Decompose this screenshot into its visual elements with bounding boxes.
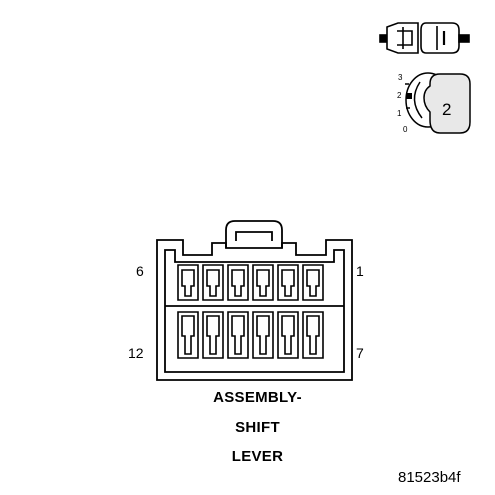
pin-cavity-top-1 (177, 264, 199, 301)
pin-cavity-bottom-4 (252, 311, 274, 359)
terminal-scale-2: 2 (397, 91, 402, 100)
pin-cavity-top-3 (227, 264, 249, 301)
pin-label-top-left: 6 (136, 263, 144, 279)
pin-cavity-bottom-1 (177, 311, 199, 359)
pin-cavity-top-6 (302, 264, 324, 301)
terminal-scale-3: 3 (398, 73, 403, 82)
pin-cavity-bottom-2 (202, 311, 224, 359)
pin-label-bottom-right: 7 (356, 345, 364, 361)
latch-tab (225, 220, 283, 248)
pin-label-bottom-left: 12 (128, 345, 144, 361)
terminal-position-icon (405, 72, 471, 134)
pin-cavity-top-2 (202, 264, 224, 301)
pin-cavity-bottom-6 (302, 311, 324, 359)
pin-cavity-bottom-3 (227, 311, 249, 359)
component-title-line-2: SHIFT (235, 419, 280, 436)
connector-housing (156, 220, 353, 381)
component-title-line-3: LEVER (231, 448, 284, 465)
figure-id: 81523b4f (398, 469, 461, 486)
pin-cavity-top-5 (277, 264, 299, 301)
terminal-scale-0: 0 (403, 125, 408, 134)
pin-cavity-top-4 (252, 264, 274, 301)
terminal-scale-1: 1 (397, 109, 402, 118)
pin-cavities (177, 264, 324, 359)
pin-label-top-right: 1 (356, 263, 364, 279)
pin-cavity-bottom-5 (277, 311, 299, 359)
connector-side-view-icon (379, 22, 470, 54)
terminal-insert-number: 2 (442, 100, 452, 119)
component-title-line-1: ASSEMBLY- (213, 389, 302, 406)
